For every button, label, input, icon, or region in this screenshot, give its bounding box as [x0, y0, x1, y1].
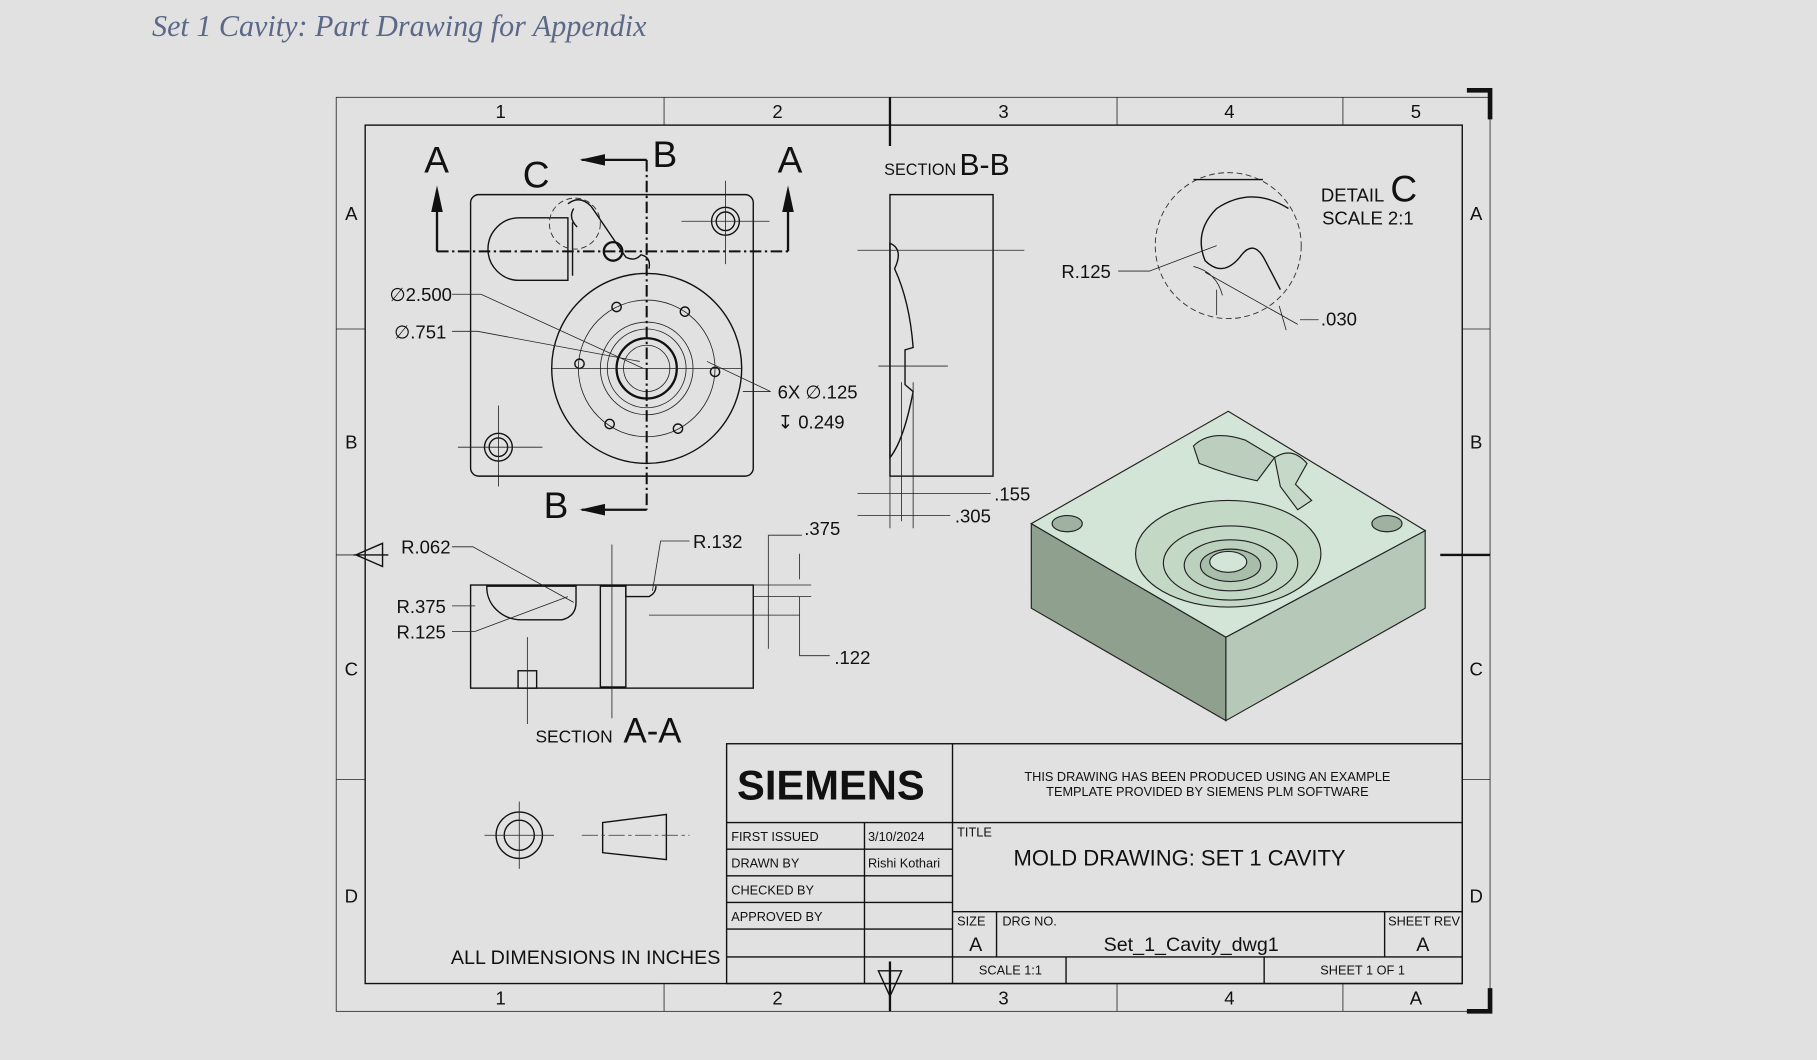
checked-by-label: CHECKED BY [731, 882, 814, 897]
section-b-label: B [652, 133, 677, 175]
approved-by-label: APPROVED BY [731, 909, 823, 924]
isometric-model-view [1030, 410, 1427, 722]
column-label: 4 [1224, 101, 1234, 122]
template-note-2: TEMPLATE PROVIDED BY SIEMENS PLM SOFTWAR… [1046, 784, 1368, 799]
row-label: C [345, 658, 358, 679]
section-a-label: A [778, 139, 803, 181]
row-label: D [1469, 885, 1482, 906]
section-b-label: B [544, 484, 569, 526]
row-label: B [345, 431, 357, 452]
front-view [431, 154, 794, 516]
ejector-holes [574, 301, 721, 434]
section-aa-view [452, 534, 830, 725]
section-aa-name: A-A [624, 713, 683, 751]
size-value: A [969, 934, 983, 956]
section-bb-prefix: SECTION [884, 161, 956, 179]
detail-scale: SCALE 2:1 [1322, 208, 1414, 229]
row-label: B [1470, 431, 1482, 452]
section-bb-view [857, 193, 1025, 529]
drg-no-value: Set_1_Cavity_dwg1 [1104, 934, 1279, 956]
dim-r132: R.132 [693, 531, 742, 552]
dim-375: .375 [804, 518, 840, 539]
dim-305: .305 [955, 505, 991, 526]
drg-no-label: DRG NO. [1002, 914, 1056, 929]
drawn-by-value: Rishi Kothari [868, 856, 940, 871]
dim-holes: 6X ∅.125 [778, 382, 858, 403]
first-issued-value: 3/10/2024 [868, 829, 925, 844]
column-label: 5 [1411, 101, 1421, 122]
column-label: 2 [772, 101, 782, 122]
section-aa-prefix: SECTION [535, 727, 612, 747]
column-label: A [1410, 987, 1423, 1008]
row-label: A [345, 203, 358, 224]
dim-diameter-751: ∅.751 [394, 321, 446, 342]
column-label: 2 [772, 987, 782, 1008]
size-label: SIZE [957, 914, 985, 929]
row-label: C [1469, 658, 1482, 679]
units-note: ALL DIMENSIONS IN INCHES [451, 947, 720, 969]
section-bb-name: B-B [959, 149, 1009, 182]
detail-c-label: C [523, 154, 550, 196]
drawing-title: MOLD DRAWING: SET 1 CAVITY [1014, 845, 1346, 870]
first-issued-label: FIRST ISSUED [731, 829, 819, 844]
template-note-1: THIS DRAWING HAS BEEN PRODUCED USING AN … [1024, 769, 1390, 784]
dim-depth: ↧ 0.249 [778, 412, 845, 433]
column-label: 4 [1224, 987, 1234, 1008]
dim-diameter-2500: ∅2.500 [390, 284, 452, 305]
siemens-logo: SIEMENS [737, 761, 925, 808]
column-label: 3 [998, 101, 1008, 122]
dim-r125: R.125 [396, 621, 445, 642]
sheet-number: SHEET 1 OF 1 [1320, 962, 1405, 977]
sheet-rev-label: SHEET REV [1388, 914, 1460, 929]
scale-value: SCALE 1:1 [979, 962, 1042, 977]
column-label: 1 [496, 987, 506, 1008]
dim-r375: R.375 [396, 596, 445, 617]
dim-122: .122 [834, 647, 870, 668]
row-label: D [345, 885, 358, 906]
drawn-by-label: DRAWN BY [731, 856, 800, 871]
detail-prefix: DETAIL [1321, 185, 1384, 206]
column-label: 1 [496, 101, 506, 122]
page-title: Set 1 Cavity: Part Drawing for Appendix [152, 9, 647, 43]
section-a-label: A [424, 139, 449, 181]
title-label: TITLE [957, 824, 992, 839]
column-label: 3 [998, 987, 1008, 1008]
detail-name: C [1390, 168, 1417, 210]
detail-dim-030: .030 [1321, 309, 1357, 330]
sheet-rev-value: A [1416, 934, 1430, 956]
dim-155: .155 [994, 483, 1030, 504]
row-label: A [1470, 203, 1483, 224]
dim-r062: R.062 [401, 537, 450, 558]
detail-dim-r125: R.125 [1061, 261, 1110, 282]
detail-c-view [1118, 172, 1319, 331]
projection-symbol [484, 801, 690, 869]
title-block [725, 743, 1463, 985]
